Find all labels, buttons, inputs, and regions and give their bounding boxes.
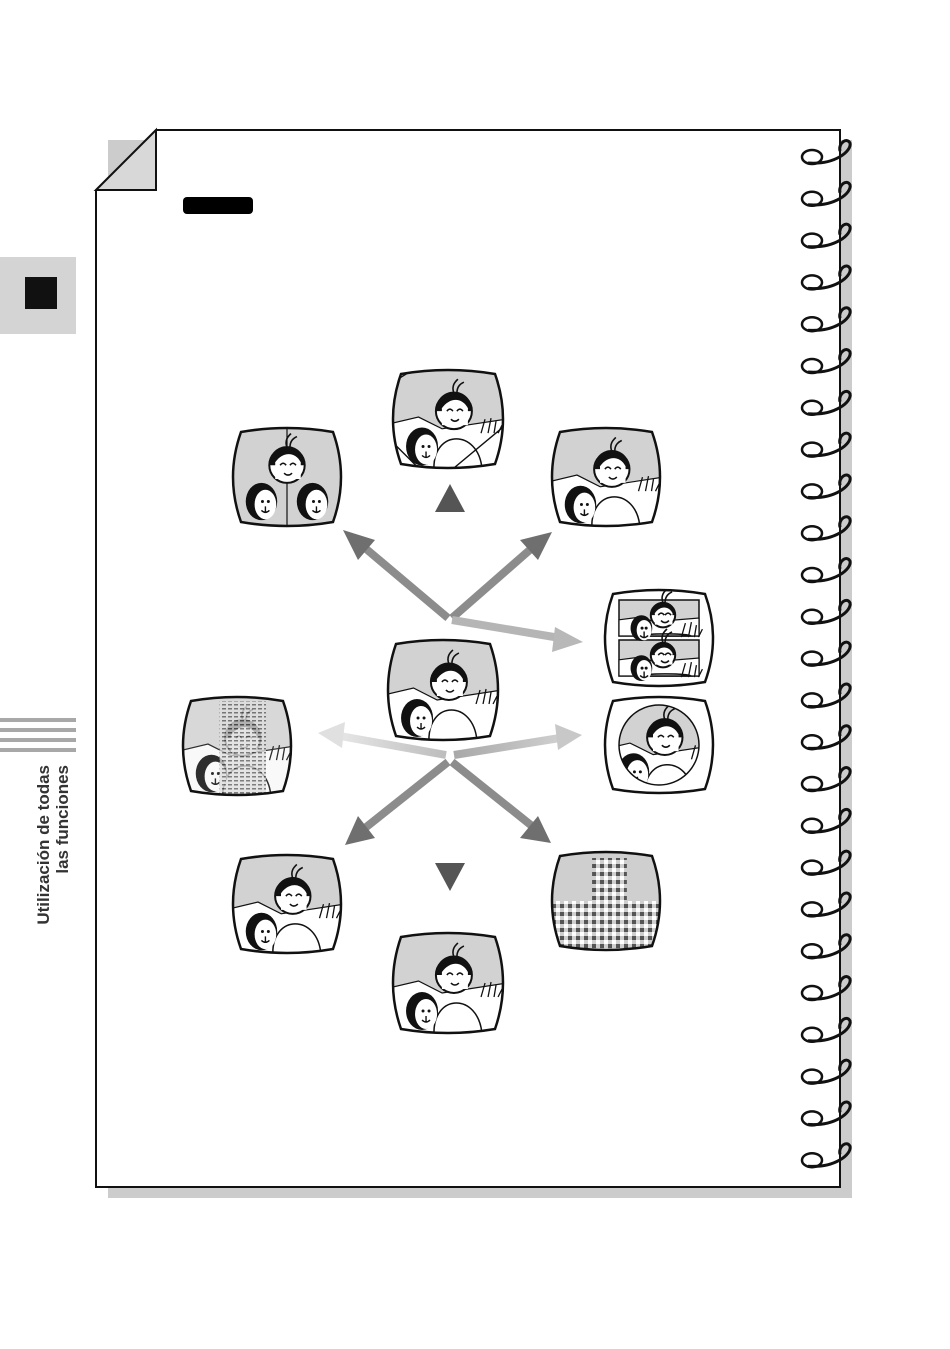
page-corner-fold (96, 130, 156, 190)
circle-wipe-effect-icon (601, 697, 717, 793)
noise-effect-icon (179, 697, 295, 795)
normal-effect-icon (229, 855, 345, 953)
monochrome-effect-icon (389, 933, 507, 1033)
stretch-effect-icon (548, 428, 664, 526)
mosaic-effect-icon (548, 852, 664, 950)
multi-screen-effect-icon (601, 589, 717, 686)
person-with-dog-tv-icon (384, 640, 502, 740)
label-bar (183, 197, 253, 214)
page-turn-effect-icon (389, 370, 507, 468)
mirror-effect-icon (229, 428, 345, 526)
